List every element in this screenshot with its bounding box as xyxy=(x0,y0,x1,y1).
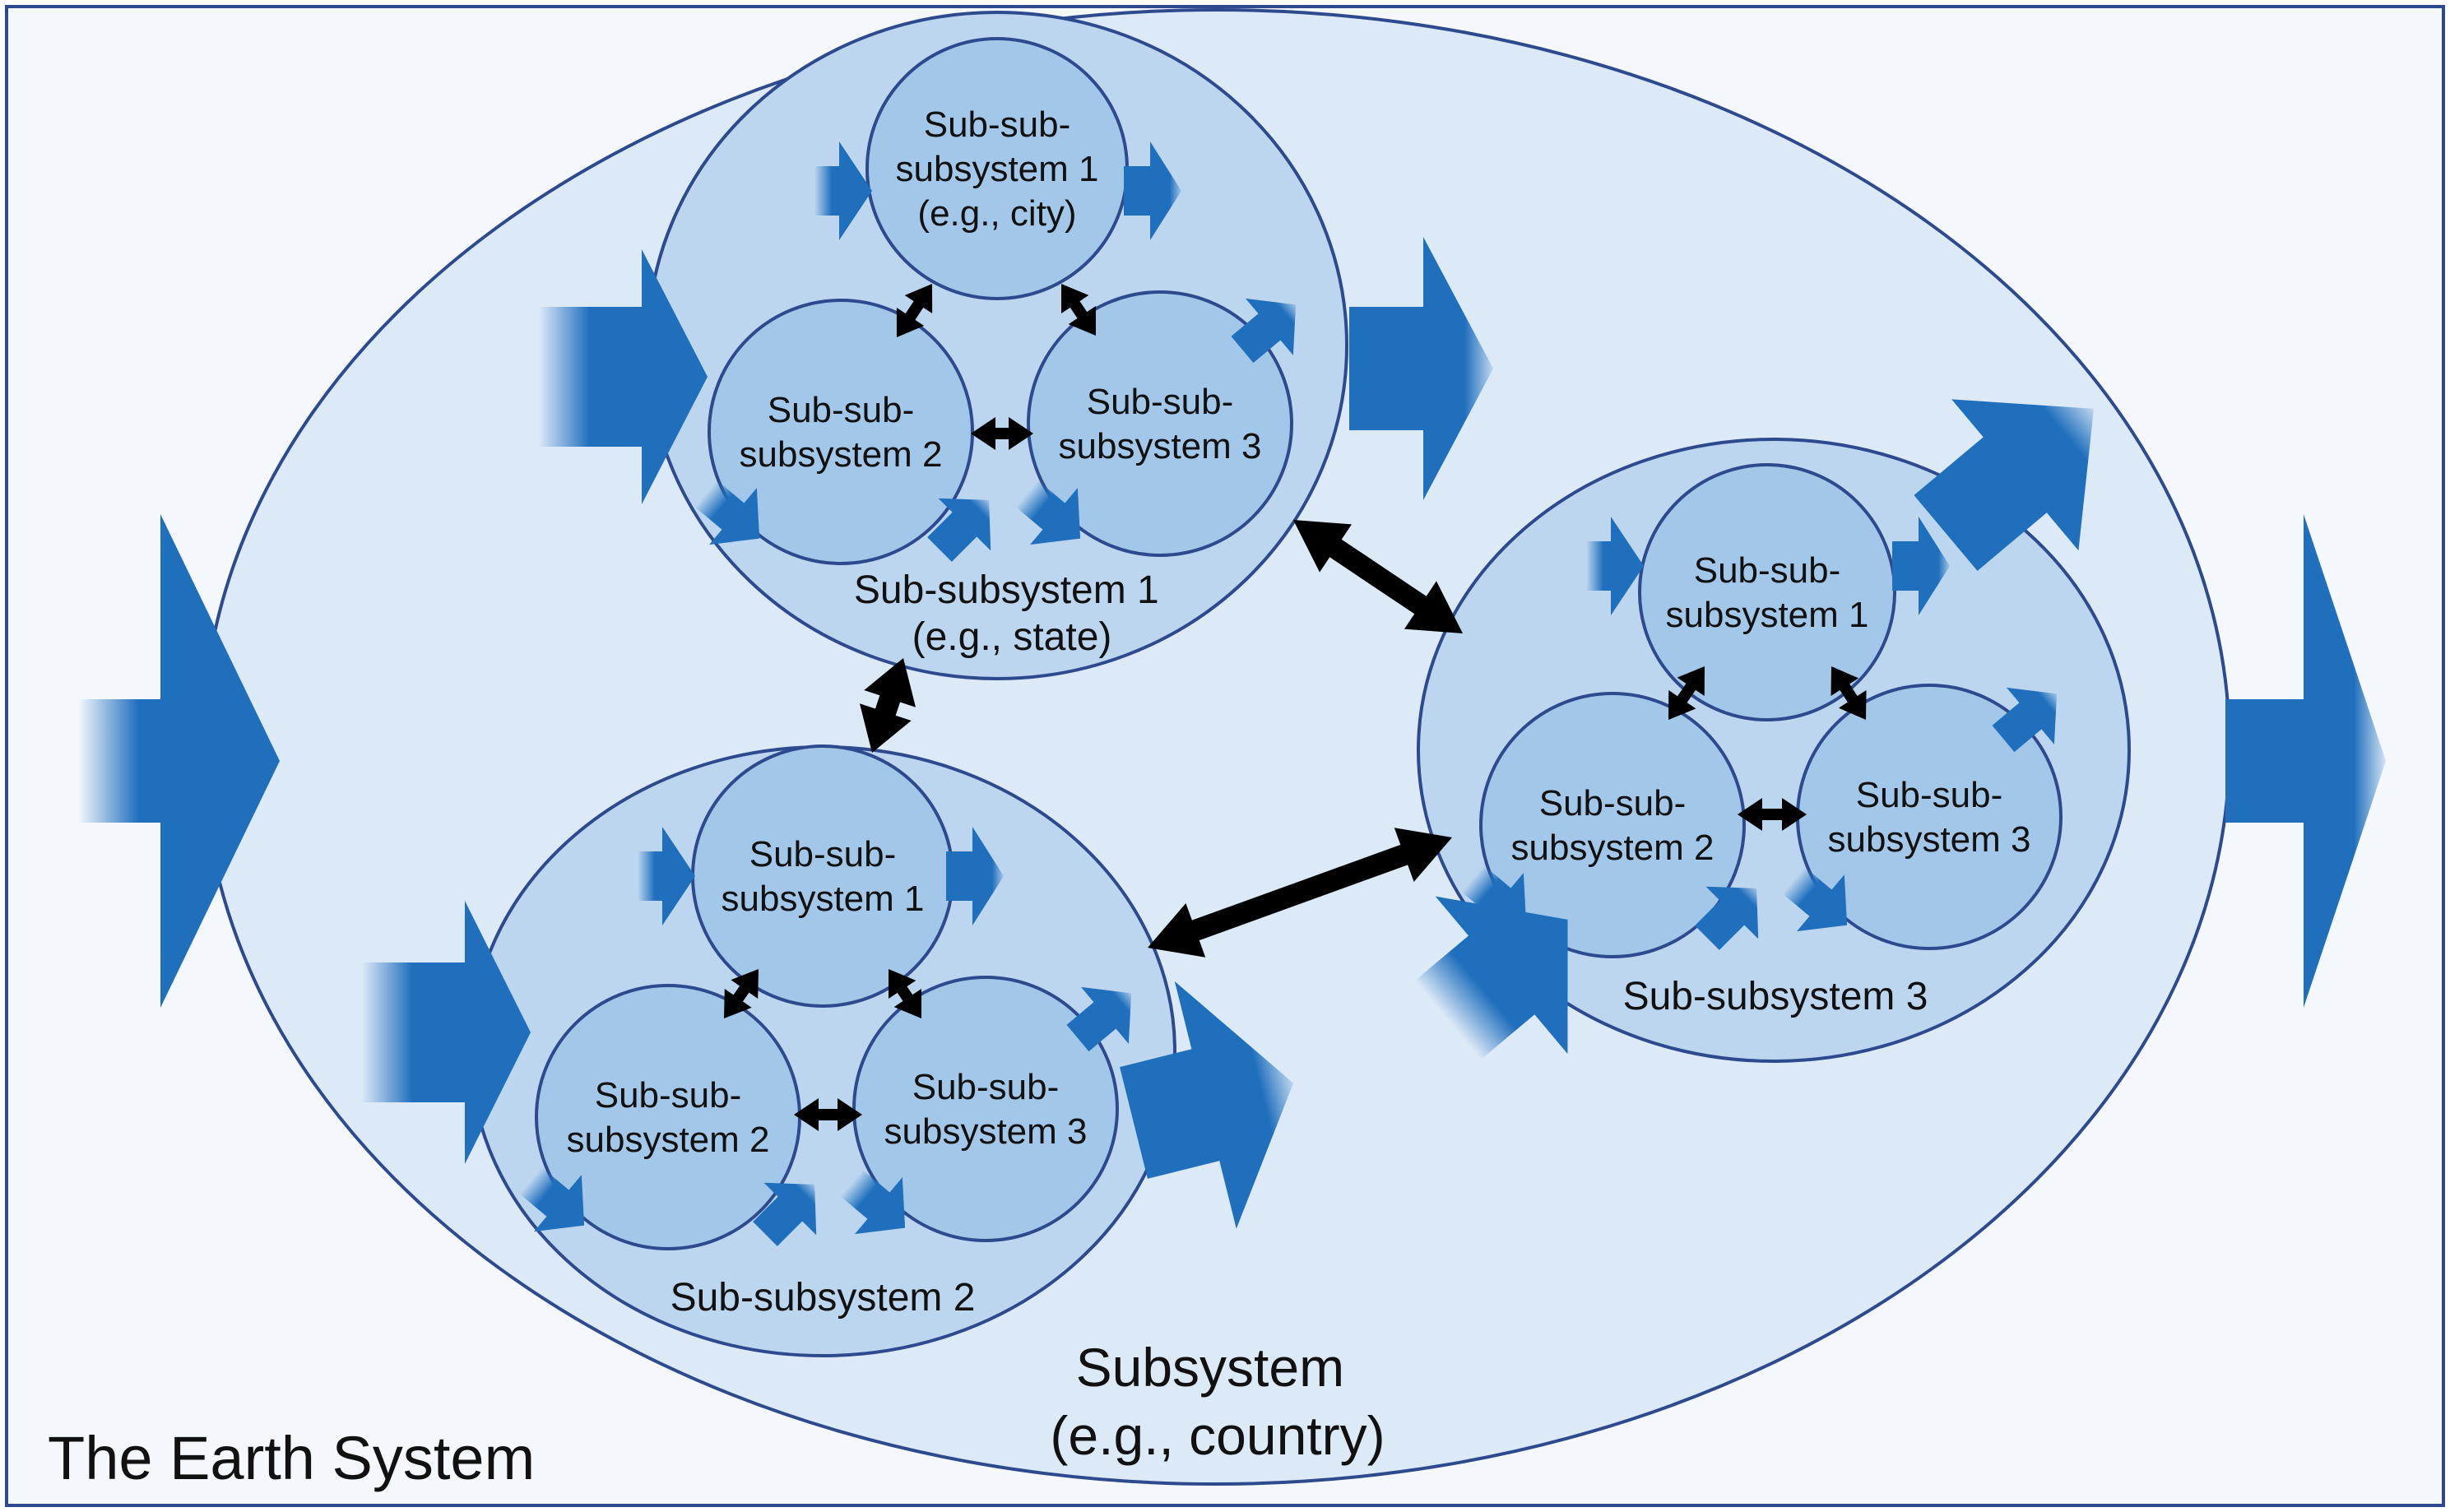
link-sss-2-1-3-arrow xyxy=(888,969,922,1018)
sub-subsystem-label-line: Sub-subsystem 2 xyxy=(671,1276,976,1320)
sub-sub-subsystem-label-line: subsystem 3 xyxy=(1059,426,1262,466)
sub-sub-subsystem-label-line: Sub-sub- xyxy=(749,834,897,874)
sub-sub-subsystem-label-line: subsystem 2 xyxy=(567,1120,770,1160)
sss-2-2-outflow-arrow xyxy=(753,1182,817,1246)
system-inflow-arrow xyxy=(78,514,280,1008)
sss-3-2-outflow-arrow xyxy=(1695,886,1759,950)
sub-sub-subsystem-label-line: subsystem 2 xyxy=(740,434,943,475)
earth-system-title: The Earth System xyxy=(48,1424,535,1492)
sub-sub-subsystem-label-line: Sub-sub- xyxy=(1087,382,1234,422)
ss3-inflow-arrow xyxy=(1414,896,1568,1060)
sss-3-1-outflow-arrow xyxy=(1892,517,1950,615)
ss2-inflow-arrow xyxy=(362,901,531,1164)
sss-1-3-outflow-arrow xyxy=(1231,298,1297,364)
subsystem-label-line: Subsystem xyxy=(1076,1337,1344,1398)
link-ss1-ss2-arrow xyxy=(859,658,916,753)
sub-sub-subsystem-2-1-circle xyxy=(691,744,954,1008)
sss-3-3-outflow-arrow xyxy=(1992,687,2058,753)
sub-sub-subsystem-label-line: Sub-sub- xyxy=(912,1067,1060,1107)
sub-sub-subsystem-label-line: subsystem 2 xyxy=(1511,828,1715,868)
link-sss-2-2-3-arrow xyxy=(794,1098,862,1131)
sub-sub-subsystem-label-line: Sub-sub- xyxy=(595,1075,742,1115)
sub-sub-subsystem-label: Sub-sub-subsystem 2 xyxy=(1511,783,1715,868)
sub-sub-subsystem-label: Sub-sub-subsystem 1(e.g., city) xyxy=(896,104,1099,234)
link-sss-1-2-3-arrow xyxy=(971,417,1033,450)
link-sss-3-1-2-arrow xyxy=(1668,666,1705,720)
sub-sub-subsystem-label-line: subsystem 3 xyxy=(884,1111,1088,1152)
link-sss-3-1-3-arrow xyxy=(1831,666,1867,720)
sub-sub-subsystem-3-1-circle xyxy=(1638,463,1896,721)
sub-sub-subsystem-3-2-circle xyxy=(1479,692,1746,958)
subsystem-label-line: (e.g., country) xyxy=(1050,1405,1385,1466)
sss-3-2-inflow-arrow xyxy=(1461,865,1527,930)
sss-1-2-inflow-arrow xyxy=(694,480,760,545)
link-ss1-ss3-arrow xyxy=(1293,520,1464,634)
sub-sub-subsystem-label: Sub-sub-subsystem 3 xyxy=(884,1067,1088,1152)
sub-sub-subsystem-label-line: subsystem 3 xyxy=(1828,819,2031,860)
link-ss2-ss3-arrow xyxy=(1148,828,1452,958)
sss-3-1-inflow-arrow xyxy=(1586,517,1644,615)
link-sss-2-1-2-arrow xyxy=(724,969,759,1019)
sub-subsystem-label-line: Sub-subsystem 3 xyxy=(1623,975,1928,1018)
sss-2-1-outflow-arrow xyxy=(946,827,1004,925)
sss-1-3-inflow-arrow xyxy=(1015,480,1081,545)
sss-2-1-inflow-arrow xyxy=(638,827,695,925)
sub-sub-subsystem-label-line: (e.g., city) xyxy=(917,193,1076,234)
sub-subsystem-label-line: (e.g., state) xyxy=(912,615,1112,659)
sub-subsystem-1-label: Sub-subsystem 1 (e.g., state) xyxy=(854,568,1170,659)
ss2-outflow-arrow xyxy=(1120,981,1294,1229)
ss3-outflow-arrow xyxy=(1914,399,2095,571)
link-sss-1-1-2-arrow xyxy=(896,284,933,337)
sss-3-3-inflow-arrow xyxy=(1782,866,1848,932)
sss-1-2-outflow-arrow xyxy=(927,498,991,562)
sub-sub-subsystem-label-line: subsystem 1 xyxy=(722,879,925,919)
sub-sub-subsystem-label: Sub-sub-subsystem 1 xyxy=(1666,550,1869,635)
sss-2-3-outflow-arrow xyxy=(1066,986,1132,1052)
sub-subsystem-2-label: Sub-subsystem 2 xyxy=(671,1276,976,1320)
sub-sub-subsystem-1-2-circle xyxy=(708,299,974,565)
sss-2-2-inflow-arrow xyxy=(519,1166,585,1232)
ss1-outflow-arrow xyxy=(1349,237,1493,500)
sub-sub-subsystem-label-line: Sub-sub- xyxy=(1539,783,1687,823)
sub-sub-subsystem-label-line: Sub-sub- xyxy=(1856,775,2003,815)
sub-sub-subsystem-label-line: Sub-sub- xyxy=(924,104,1071,145)
subsystem-label: Subsystem (e.g., country) xyxy=(1050,1337,1385,1466)
sub-sub-subsystem-2-3-circle xyxy=(852,976,1119,1242)
sub-sub-subsystem-label: Sub-sub-subsystem 3 xyxy=(1059,382,1262,466)
sss-1-1-outflow-arrow xyxy=(1124,141,1181,240)
sub-sub-subsystem-label: Sub-sub-subsystem 2 xyxy=(740,390,943,475)
system-outflow-arrow xyxy=(2225,514,2386,1008)
sub-sub-subsystem-label-line: Sub-sub- xyxy=(768,390,915,430)
sub-sub-subsystem-label-line: subsystem 1 xyxy=(1666,595,1869,635)
sub-sub-subsystem-label: Sub-sub-subsystem 3 xyxy=(1828,775,2031,860)
link-sss-3-2-3-arrow xyxy=(1738,798,1807,831)
sub-sub-subsystem-label-line: subsystem 1 xyxy=(896,149,1099,189)
link-sss-1-1-3-arrow xyxy=(1060,284,1096,336)
sub-sub-subsystem-label: Sub-sub-subsystem 2 xyxy=(567,1075,770,1160)
sub-sub-subsystem-1-3-circle xyxy=(1027,290,1293,557)
sub-subsystem-label-line: Sub-subsystem 1 xyxy=(854,568,1159,612)
sub-sub-subsystem-label-line: Sub-sub- xyxy=(1694,550,1841,591)
ss1-inflow-arrow xyxy=(539,249,708,504)
sss-2-3-inflow-arrow xyxy=(840,1169,906,1235)
sss-1-1-inflow-arrow xyxy=(814,141,872,240)
sub-sub-subsystem-label: Sub-sub-subsystem 1 xyxy=(722,834,925,919)
sub-subsystem-3-label: Sub-subsystem 3 xyxy=(1623,975,1928,1018)
